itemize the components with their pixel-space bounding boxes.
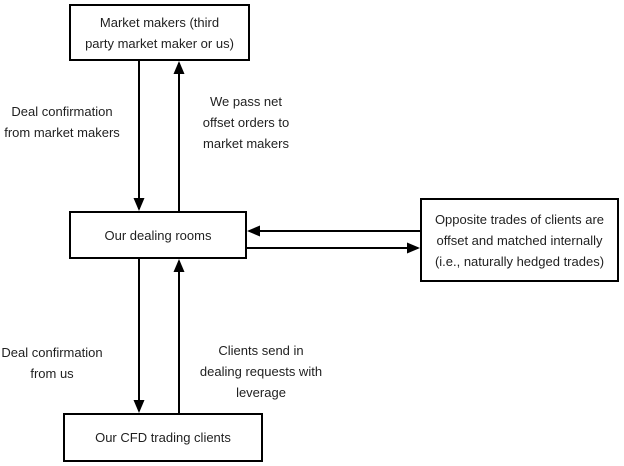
node-cfd-clients: Our CFD trading clients [63, 413, 263, 462]
edge-label-we-pass-net-offset-orders: We pass net offset orders to market make… [202, 94, 290, 151]
node-opposite-trades: Opposite trades of clients are offset an… [420, 198, 619, 282]
edge-label-clients-send-in-dealing-requests: Clients send in dealing requests with le… [199, 343, 323, 400]
node-dealing-rooms: Our dealing rooms [69, 211, 247, 259]
edge-label-deal-confirmation-from-market-makers: Deal confirmation from market makers [4, 104, 120, 140]
node-market-makers: Market makers (third party market maker … [69, 4, 250, 61]
edge-label-deal-confirmation-from-us: Deal confirmation from us [1, 345, 103, 381]
